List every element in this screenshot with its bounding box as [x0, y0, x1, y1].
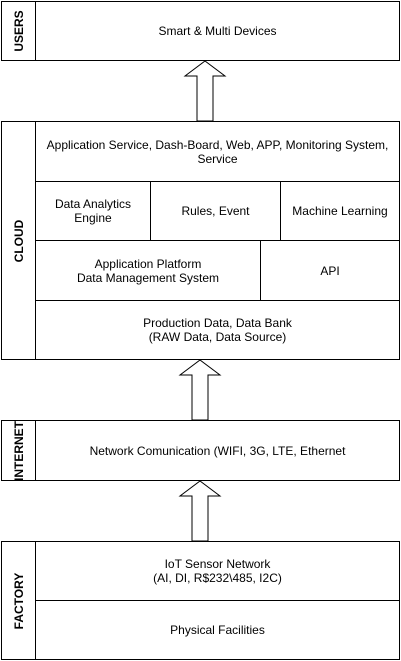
application-platform-box: Application Platform Data Management Sys… [35, 240, 261, 301]
cloud-layer-label: CLOUD [1, 121, 36, 360]
cloud-label: CLOUD [11, 219, 26, 262]
physical-facilities-box: Physical Facilities [35, 600, 400, 660]
arrow-cloud-to-users [183, 60, 227, 122]
factory-label: FACTORY [11, 572, 26, 629]
application-service-box: Application Service, Dash-Board, Web, AP… [35, 121, 400, 182]
rules-event-box: Rules, Event [150, 181, 281, 241]
network-communication-box: Network Comunication (WIFI, 3G, LTE, Eth… [35, 420, 400, 481]
iot-sensor-network-box: IoT Sensor Network (AI, DI, R$232\485, I… [35, 541, 400, 601]
arrow-internet-to-cloud [178, 359, 222, 421]
internet-layer-label: INTERNET [1, 420, 36, 481]
data-bank-box: Production Data, Data Bank (RAW Data, Da… [35, 300, 400, 360]
machine-learning-box: Machine Learning [280, 181, 400, 241]
data-analytics-engine-box: Data Analytics Engine [35, 181, 151, 241]
users-label: USERS [11, 10, 26, 52]
users-layer-label: USERS [1, 1, 36, 61]
internet-label: INTERNET [11, 420, 26, 481]
arrow-factory-to-internet [178, 480, 222, 542]
smart-devices-box: Smart & Multi Devices [35, 1, 400, 61]
factory-layer-label: FACTORY [1, 541, 36, 660]
api-box: API [260, 240, 400, 301]
